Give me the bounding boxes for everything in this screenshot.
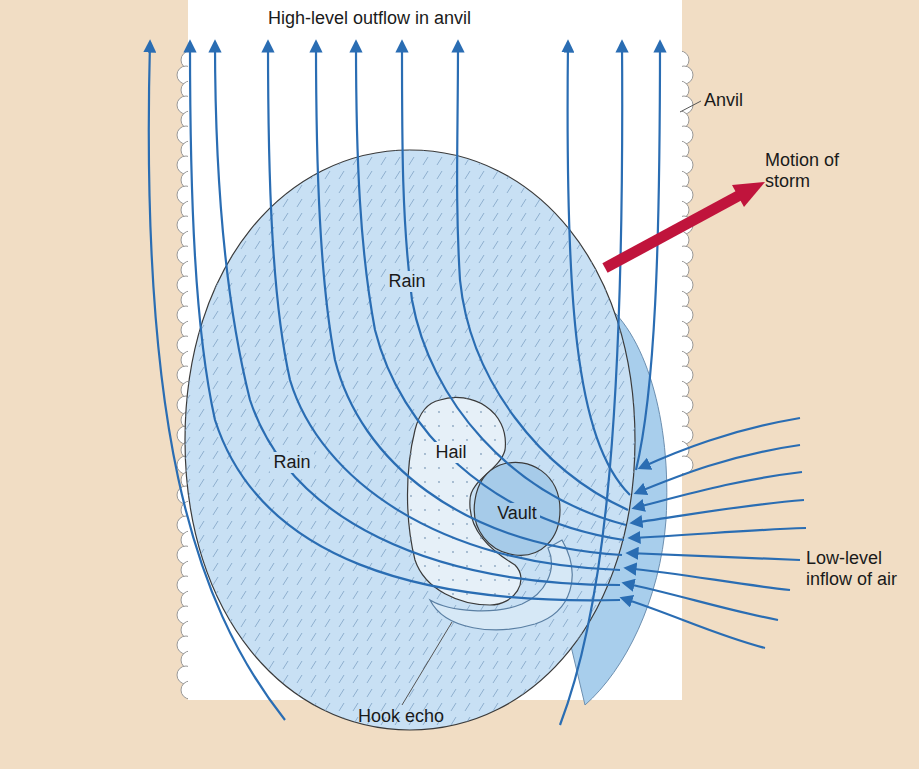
- leader-line: [680, 101, 701, 112]
- motion-arrowhead: [732, 182, 765, 207]
- leader-line: [402, 622, 452, 705]
- motion-arrow: [605, 195, 740, 268]
- region-label: Vault: [494, 503, 540, 524]
- region-label: Hail: [432, 442, 469, 463]
- airflow-lines: [149, 42, 660, 725]
- region-label: Rain: [270, 452, 313, 473]
- callout-label: High-level outflow in anvil: [268, 8, 648, 29]
- region-label: Rain: [385, 271, 428, 292]
- inflow-arrows: [622, 418, 806, 648]
- callout-label: Hook echo: [358, 706, 468, 727]
- callout-label: Low-level inflow of air: [806, 548, 906, 590]
- callout-label: Anvil: [704, 90, 784, 111]
- callout-label: Motion of storm: [765, 150, 885, 192]
